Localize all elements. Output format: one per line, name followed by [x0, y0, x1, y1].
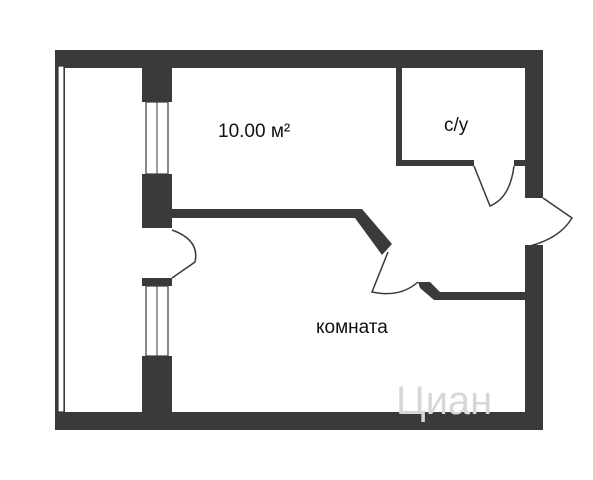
balcony-glazing — [57, 65, 65, 413]
inner-wall-left-bottom — [142, 356, 172, 430]
main-room-label: комната — [316, 317, 388, 338]
inner-wall-left-top — [142, 50, 172, 102]
bathroom-wall-bottom — [396, 160, 474, 166]
outer-wall-right-lower — [525, 245, 543, 430]
outer-wall-top — [55, 50, 543, 68]
door-loggia — [171, 229, 197, 279]
room-area-label: 10.00 м² — [218, 121, 290, 142]
bathroom-wall-bottom-right — [514, 160, 528, 166]
outer-wall-bottom — [55, 412, 543, 430]
inner-wall-left-lower — [142, 278, 172, 286]
door-entrance — [529, 197, 574, 247]
outer-wall-right-upper — [525, 50, 543, 198]
door-partition — [370, 251, 419, 295]
partition-wall — [172, 209, 392, 255]
inner-wall-left-mid — [142, 174, 172, 228]
bathroom-wall-left — [396, 66, 402, 164]
watermark-logo: Циан — [396, 379, 492, 423]
door-bathroom — [473, 165, 515, 207]
bathroom-label: с/у — [444, 115, 469, 136]
partition-wall-low — [418, 282, 525, 300]
